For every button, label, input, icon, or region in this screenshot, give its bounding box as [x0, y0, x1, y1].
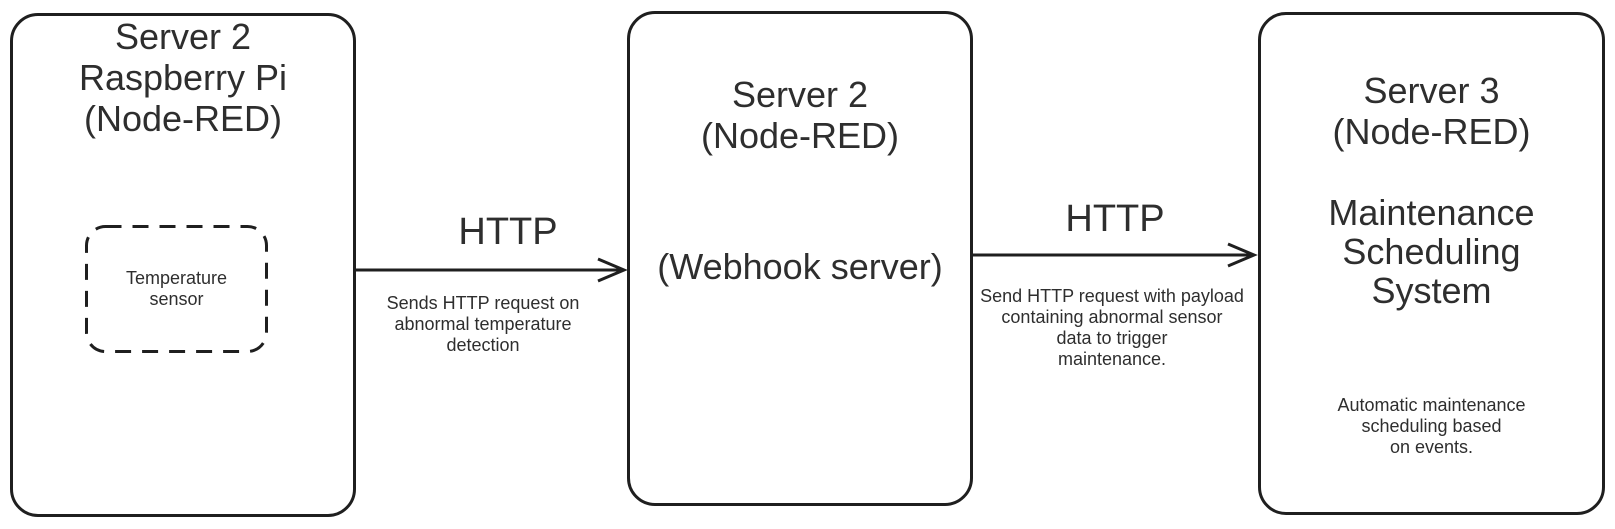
node-server2-webhook: Server 2 (Node-RED) (Webhook server)	[627, 11, 973, 506]
node-server2-raspberry-pi: Server 2 Raspberry Pi (Node-RED) Tempera…	[10, 13, 356, 517]
http-edge-1-description: Sends HTTP request on abnormal temperatu…	[386, 293, 580, 355]
node-server3-maintenance: Server 3 (Node-RED) Maintenance Scheduli…	[1258, 12, 1605, 515]
http-edge-2-description: Send HTTP request with payload containin…	[980, 286, 1244, 369]
http-edge-1-arrow	[356, 257, 628, 283]
node-server3-subtitle: Maintenance Scheduling System	[1328, 192, 1535, 311]
node-server2-webhook-title: Server 2 (Node-RED)	[700, 74, 900, 156]
temperature-sensor-box	[85, 225, 268, 353]
node-server3-title: Server 3 (Node-RED)	[1332, 70, 1531, 152]
http-edge-2-arrow	[973, 242, 1258, 268]
temperature-sensor-label: Temperature sensor	[125, 268, 228, 309]
http-edge-2-label: HTTP	[1065, 198, 1165, 240]
node-server2-webhook-subtitle: (Webhook server)	[657, 246, 943, 287]
node-server2-raspberry-pi-title: Server 2 Raspberry Pi (Node-RED)	[78, 16, 288, 139]
http-edge-1-label: HTTP	[458, 211, 558, 253]
node-server3-note: Automatic maintenance scheduling based o…	[1337, 395, 1526, 457]
